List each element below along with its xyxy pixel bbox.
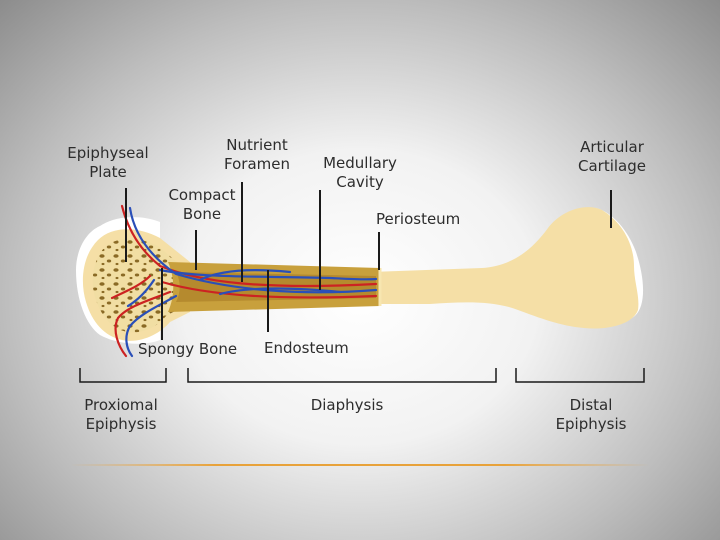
- distal-bone: [370, 207, 639, 329]
- region-brackets: [79, 368, 645, 383]
- label-spongy-bone: Spongy Bone: [138, 340, 238, 358]
- bracket-proximal-epiphysis: [79, 368, 167, 383]
- leader-lines: [125, 182, 612, 340]
- bracket-distal-epiphysis: [515, 368, 645, 383]
- label-periosteum: Periosteum: [376, 210, 461, 228]
- blood-vessels: [110, 204, 378, 358]
- label-endosteum: Endosteum: [264, 339, 349, 357]
- accent-divider: [70, 464, 650, 466]
- label-compact-bone: Compact Bone: [168, 186, 236, 223]
- label-articular-cartilage: Articular Cartilage: [578, 138, 646, 175]
- label-epiphyseal-plate: Epiphyseal Plate: [67, 144, 149, 181]
- bracket-diaphysis: [187, 368, 497, 383]
- label-nutrient-foramen: Nutrient Foramen: [224, 136, 290, 173]
- label-medullary-cavity: Medullary Cavity: [323, 154, 397, 191]
- region-diaphysis: Diaphysis: [310, 396, 384, 414]
- region-proximal-epiphysis: Proxiomal Epiphysis: [84, 396, 158, 433]
- region-distal-epiphysis: Distal Epiphysis: [555, 396, 627, 433]
